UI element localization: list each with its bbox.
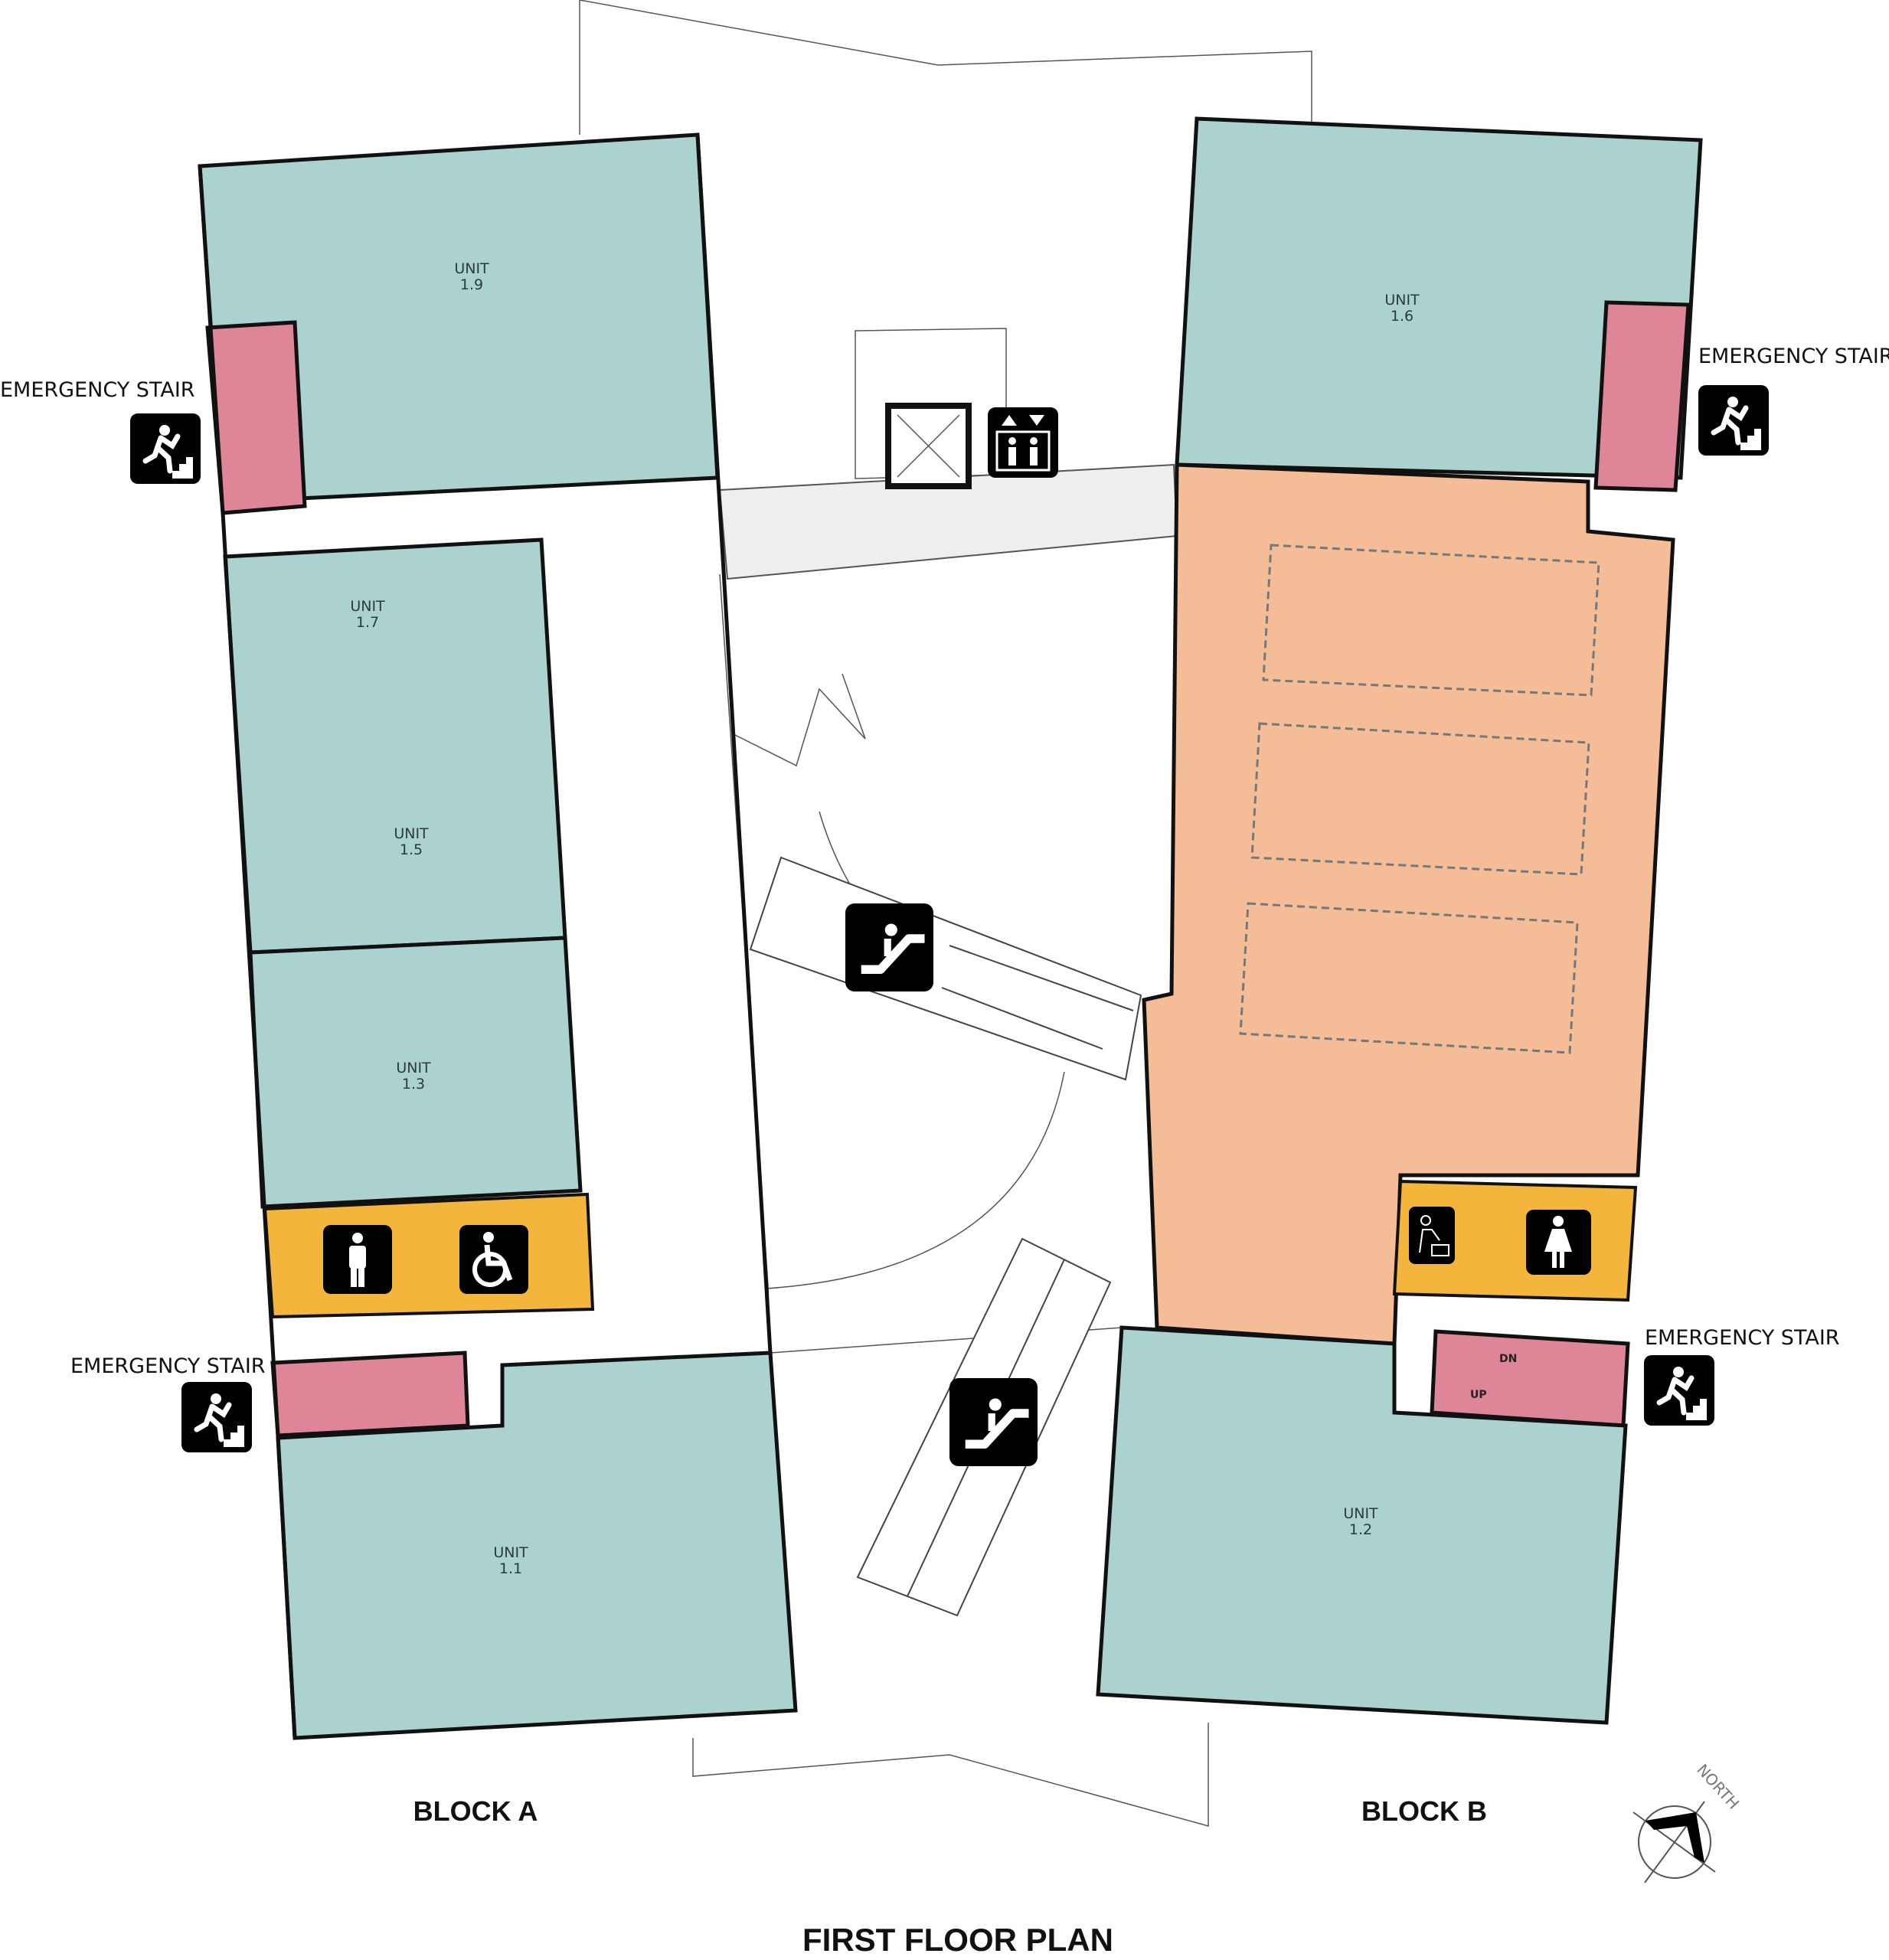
emergency-stair-b-top[interactable] <box>1593 300 1691 492</box>
escalator-upper <box>749 856 1142 1081</box>
unit-1-2[interactable] <box>1096 1325 1628 1725</box>
escalator-icon <box>845 903 933 991</box>
block-a <box>198 132 798 1740</box>
unit-label: UNIT <box>394 825 429 842</box>
block-b-label: BLOCK B <box>1361 1795 1487 1827</box>
lift-icon <box>988 407 1058 478</box>
stair-dn-mark: DN <box>1499 1353 1517 1365</box>
unit-label: UNIT <box>396 1060 431 1076</box>
baby-change-icon <box>1409 1207 1455 1264</box>
event-space[interactable] <box>1142 462 1675 1346</box>
unit-1-6[interactable] <box>1175 116 1703 480</box>
unit-label: 1.3 <box>402 1076 425 1093</box>
emergency-exit-icon <box>130 413 201 484</box>
unit-label: 1.2 <box>1349 1521 1372 1538</box>
unit-label: UNIT <box>350 598 385 615</box>
stair-up-mark: UP <box>1470 1389 1487 1401</box>
lift-core <box>885 403 972 489</box>
unit-label: UNIT <box>454 260 489 277</box>
emergency-stair-b-bottom[interactable] <box>1430 1329 1630 1428</box>
unit-labels: UNIT 1.9 UNIT 1.7 UNIT 1.5 UNIT 1.3 UNIT… <box>350 260 1420 1577</box>
unit-label: 1.9 <box>460 276 483 293</box>
emergency-exit-icon <box>181 1382 252 1452</box>
unit-label: 1.5 <box>400 841 423 858</box>
unit-label: UNIT <box>493 1544 528 1561</box>
escalator-icon <box>949 1378 1038 1466</box>
emergency-exit-icon <box>1644 1355 1714 1426</box>
emergency-stair-label: EMERGENCY STAIR <box>0 378 195 402</box>
unit-label: UNIT <box>1343 1505 1378 1522</box>
north-arrow-icon <box>1632 1801 1716 1883</box>
unit-1-7-1-5[interactable] <box>223 537 567 955</box>
page-title: FIRST FLOOR PLAN <box>802 1922 1113 1958</box>
block-a-label: BLOCK A <box>413 1795 538 1827</box>
emergency-exit-icon <box>1698 385 1769 456</box>
emergency-stair-label: EMERGENCY STAIR <box>1645 1326 1840 1350</box>
block-b <box>1096 116 1703 1725</box>
unit-label: 1.6 <box>1391 308 1413 325</box>
male-toilet-icon <box>323 1225 392 1294</box>
female-toilet-icon <box>1526 1210 1591 1275</box>
emergency-stair-label: EMERGENCY STAIR <box>70 1354 266 1378</box>
toilets-a <box>263 1192 595 1319</box>
unit-label: 1.1 <box>499 1560 522 1577</box>
accessible-toilet-icon <box>459 1225 528 1294</box>
emergency-stair-a-bottom[interactable] <box>270 1351 470 1438</box>
unit-label: 1.7 <box>356 614 379 631</box>
north-label: NORTH <box>1693 1760 1743 1812</box>
emergency-stair-label: EMERGENCY STAIR <box>1698 345 1889 368</box>
unit-label: UNIT <box>1384 292 1420 309</box>
